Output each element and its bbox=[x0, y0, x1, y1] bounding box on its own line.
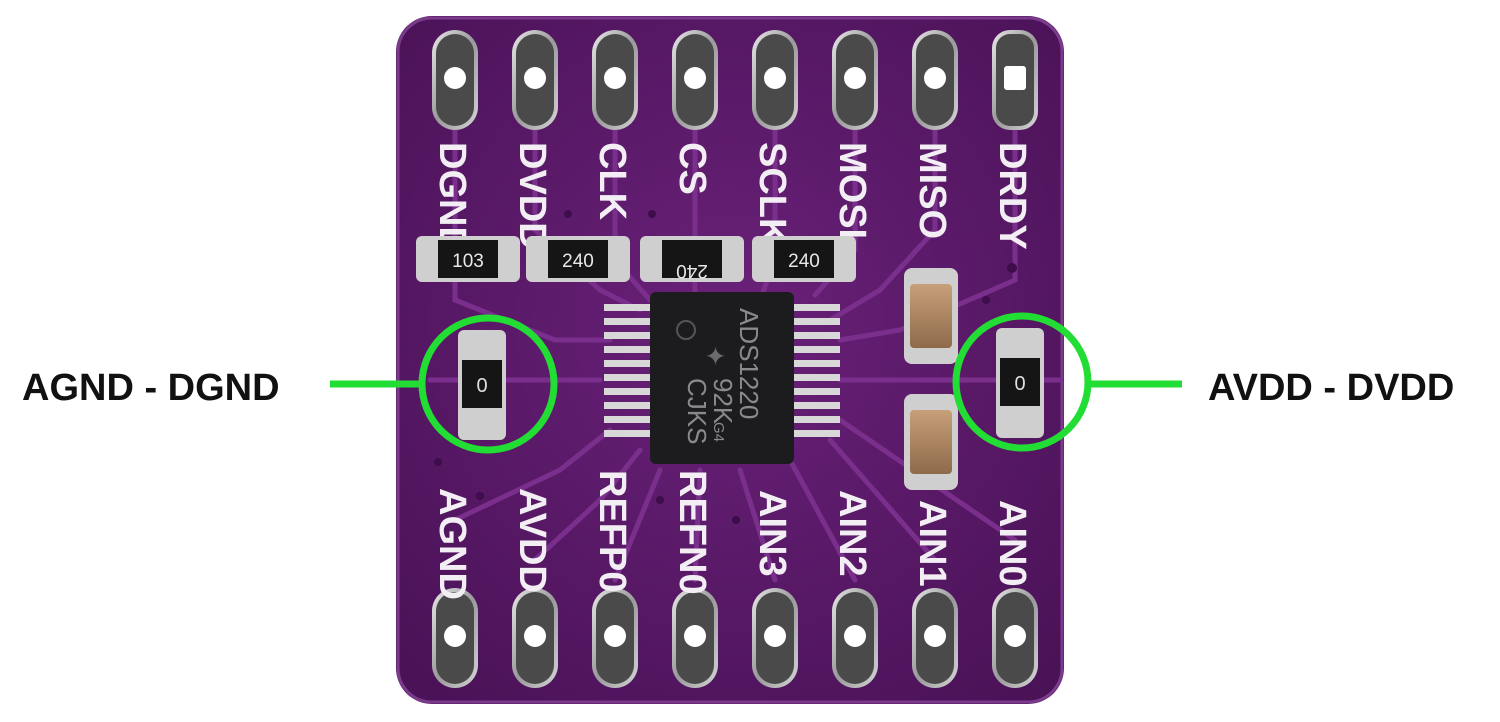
resistor-marking: 240 bbox=[788, 251, 820, 272]
pin-pad bbox=[752, 30, 798, 130]
top-pin-label: CS bbox=[671, 142, 713, 195]
chip-marking-line3: CJKS bbox=[682, 378, 712, 444]
pin-pad bbox=[672, 30, 718, 130]
pin-pad bbox=[432, 588, 478, 688]
bottom-pin-label: REFN0 bbox=[671, 470, 713, 595]
resistor: 240 bbox=[752, 236, 856, 282]
bottom-pin-label: AVDD bbox=[511, 488, 553, 593]
callout-left bbox=[330, 314, 558, 454]
top-header-pads bbox=[432, 30, 1038, 130]
callout-label-agnd-dgnd: AGND - DGND bbox=[22, 367, 280, 409]
bottom-pin-label: REFP0 bbox=[591, 470, 633, 592]
pin-pad bbox=[512, 588, 558, 688]
bottom-pin-label: AIN1 bbox=[911, 500, 953, 587]
capacitor bbox=[904, 268, 958, 364]
bottom-pin-label: AGND bbox=[431, 488, 473, 600]
resistor-marking: 240 bbox=[562, 251, 594, 272]
pin-pad bbox=[832, 30, 878, 130]
pin1-marker bbox=[676, 320, 696, 340]
chip-pins bbox=[604, 304, 840, 437]
resistor-marking: 240 bbox=[676, 260, 708, 281]
adc-chip: ✦ ADS1220 92K G4 CJKS bbox=[650, 292, 794, 464]
pcb-edge bbox=[396, 16, 1064, 704]
pin-pad bbox=[912, 30, 958, 130]
top-pin-label: CLK bbox=[591, 142, 633, 221]
pin-pad bbox=[912, 588, 958, 688]
bottom-header-pads bbox=[432, 588, 1038, 688]
resistor-row: 103 240 240 240 bbox=[416, 236, 856, 282]
top-pin-label: SCLK bbox=[751, 142, 793, 246]
vias bbox=[434, 210, 1017, 524]
ti-logo-icon: ✦ bbox=[700, 345, 730, 367]
callout-label-avdd-dvdd: AVDD - DVDD bbox=[1208, 367, 1455, 409]
chip-marking-line2-suffix: G4 bbox=[710, 422, 727, 442]
pin-pad bbox=[832, 588, 878, 688]
resistor: 240 bbox=[640, 236, 744, 282]
pin-pad bbox=[512, 30, 558, 130]
jumper-agnd-dgnd: 0 bbox=[458, 330, 506, 440]
top-pin-label: MOSI bbox=[831, 142, 873, 239]
chip-marking-line2: 92K bbox=[708, 378, 738, 425]
jumper-marking: 0 bbox=[476, 375, 487, 397]
bottom-pin-label: AIN2 bbox=[831, 490, 873, 577]
pin-pad bbox=[432, 30, 478, 130]
jumper-marking: 0 bbox=[1014, 373, 1025, 395]
pin-pad bbox=[992, 588, 1038, 688]
pin-pad bbox=[672, 588, 718, 688]
resistor-marking: 103 bbox=[452, 251, 484, 272]
pin-pad-square bbox=[992, 30, 1038, 130]
resistor: 240 bbox=[526, 236, 630, 282]
bottom-pin-label: AIN0 bbox=[991, 500, 1033, 587]
top-pin-label: DGND bbox=[431, 142, 473, 254]
jumper-avdd-dvdd: 0 bbox=[996, 328, 1044, 438]
bottom-pin-label: AIN3 bbox=[751, 490, 793, 577]
pin-pad bbox=[592, 30, 638, 130]
chip-marking-line1: ADS1220 bbox=[734, 308, 764, 419]
callout-right bbox=[952, 312, 1182, 452]
bottom-pin-labels: AGND AVDD REFP0 REFN0 AIN3 AIN2 AIN1 AIN… bbox=[431, 470, 1033, 600]
capacitor bbox=[904, 394, 958, 490]
pin-pad bbox=[752, 588, 798, 688]
top-pin-label: DRDY bbox=[991, 142, 1033, 250]
top-pin-label: DVDD bbox=[511, 142, 553, 250]
resistor: 103 bbox=[416, 236, 520, 282]
top-pin-label: MISO bbox=[911, 142, 953, 239]
top-pin-labels: DGND DVDD CLK CS SCLK MOSI MISO DRDY bbox=[431, 142, 1033, 254]
pin-pad bbox=[592, 588, 638, 688]
